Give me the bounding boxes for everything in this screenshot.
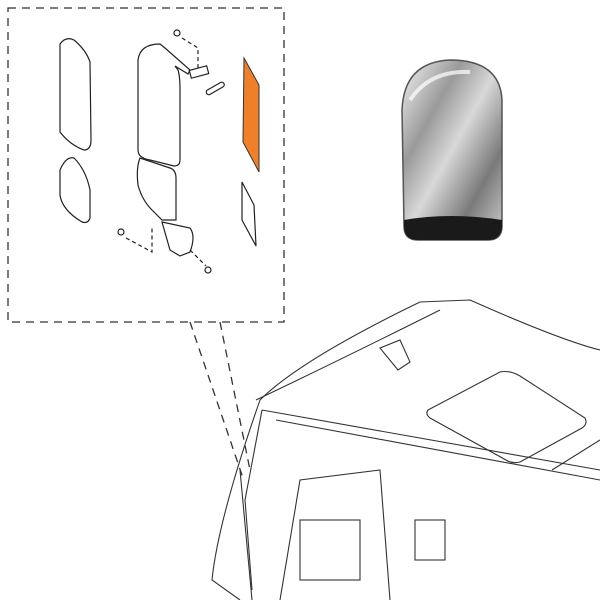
roof-hatch <box>426 370 587 464</box>
mount-base <box>161 221 194 257</box>
mirror-assembly-exploded <box>59 29 257 274</box>
bracket-clamp <box>188 65 210 79</box>
nut-bottom <box>204 266 212 274</box>
mirror-housing <box>137 43 191 167</box>
upper-glass-outline <box>59 38 92 151</box>
truck-cab-outline <box>211 299 600 600</box>
link-plate <box>205 81 225 96</box>
bolt-left <box>117 228 125 236</box>
detail-callout-box <box>7 7 285 479</box>
bolt-top <box>173 29 181 37</box>
lower-housing <box>136 157 177 221</box>
lower-glass-outline <box>59 157 91 224</box>
flat-glass-outline <box>241 181 257 247</box>
mirror-glass-photo <box>401 59 503 241</box>
highlighted-replacement-glass <box>242 56 260 173</box>
